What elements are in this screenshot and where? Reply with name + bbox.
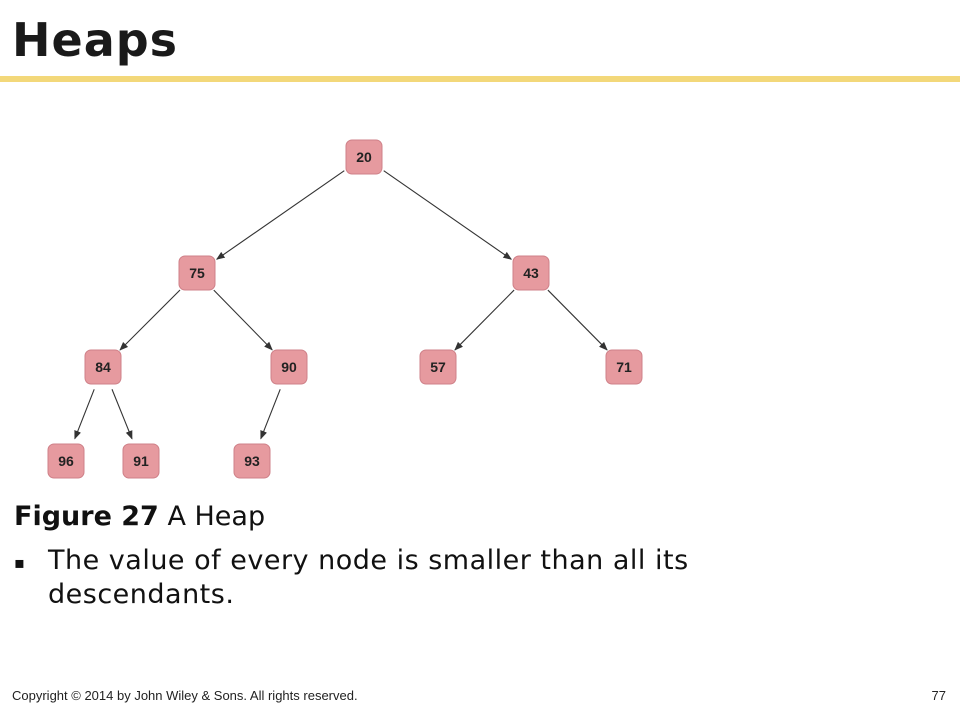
node-box (178, 255, 216, 291)
edge-n43-n71 (547, 289, 608, 351)
heap-node-57: 57 (419, 349, 457, 385)
heap-node-90: 90 (270, 349, 308, 385)
caption-text: A Heap (158, 501, 266, 532)
heap-node-93: 93 (233, 443, 271, 479)
bullet-item: ▪ The value of every node is smaller tha… (14, 544, 914, 612)
heap-node-91: 91 (122, 443, 160, 479)
edge-n84-n91 (111, 389, 133, 440)
edge-n20-n75 (215, 170, 345, 260)
node-box (419, 349, 457, 385)
node-value: 57 (430, 359, 446, 375)
title-underline (0, 76, 960, 82)
node-value: 20 (356, 149, 372, 165)
node-value: 84 (95, 359, 111, 375)
heap-node-96: 96 (47, 443, 85, 479)
heap-node-75: 75 (178, 255, 216, 291)
tree-edges (74, 170, 608, 440)
node-box (270, 349, 308, 385)
edge-n20-n43 (383, 170, 513, 260)
heap-node-20: 20 (345, 139, 383, 175)
heap-node-43: 43 (512, 255, 550, 291)
node-box (605, 349, 643, 385)
node-box (345, 139, 383, 175)
bullet-marker: ▪ (14, 553, 25, 572)
figure-caption: Figure 27 A Heap (14, 498, 265, 536)
caption-label: Figure 27 (14, 501, 159, 532)
slide-title: Heaps (12, 13, 179, 67)
tree-nodes: 20 75 43 84 90 57 71 96 91 93 (47, 139, 643, 479)
heap-node-71: 71 (605, 349, 643, 385)
node-value: 96 (58, 453, 74, 469)
node-value: 71 (616, 359, 632, 375)
edge-n84-n96 (74, 389, 95, 440)
node-value: 75 (189, 265, 205, 281)
edge-n43-n57 (454, 289, 515, 351)
node-box (47, 443, 85, 479)
bullet-text: The value of every node is smaller than … (48, 545, 689, 610)
node-box (233, 443, 271, 479)
edge-n75-n90 (213, 289, 273, 351)
footer-copyright: Copyright © 2014 by John Wiley & Sons. A… (12, 688, 358, 703)
node-value: 93 (244, 453, 260, 469)
node-box (84, 349, 122, 385)
edge-n75-n84 (119, 289, 181, 351)
node-value: 91 (133, 453, 149, 469)
page-number: 77 (931, 688, 946, 703)
node-box (512, 255, 550, 291)
node-box (122, 443, 160, 479)
heap-node-84: 84 (84, 349, 122, 385)
node-value: 90 (281, 359, 297, 375)
edge-n90-n93 (260, 389, 281, 440)
node-value: 43 (523, 265, 539, 281)
